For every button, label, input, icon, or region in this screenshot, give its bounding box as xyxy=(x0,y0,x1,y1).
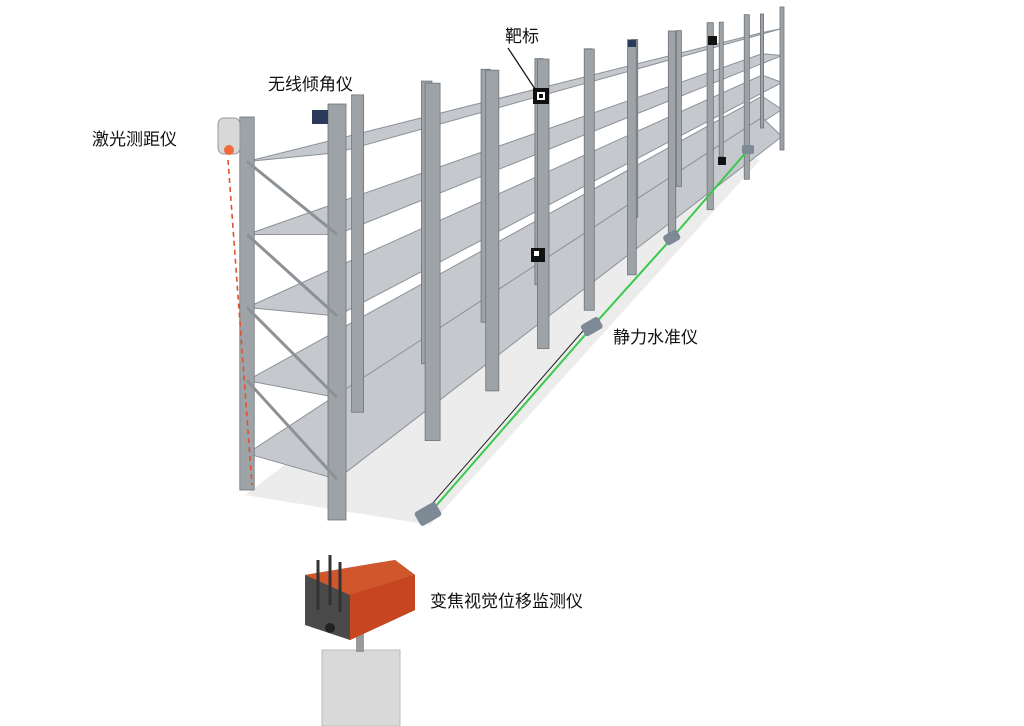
label-laser-rangefinder: 激光测距仪 xyxy=(92,130,177,150)
hydrostatic-level-pipe-dark xyxy=(424,323,590,513)
rack-brace xyxy=(245,306,339,399)
rack-upright xyxy=(239,116,255,491)
rack-brace xyxy=(245,233,339,318)
rack-brace xyxy=(246,160,338,236)
rack-upright xyxy=(743,14,750,180)
laser-rangefinder-icon xyxy=(217,117,241,155)
rack-upright xyxy=(327,103,347,521)
rack-brace xyxy=(245,379,339,481)
label-target: 靶标 xyxy=(505,27,539,47)
tilt-sensor-icon xyxy=(312,110,328,124)
rack-upright xyxy=(583,48,595,311)
laser-beam xyxy=(227,159,253,486)
target-leader-line xyxy=(507,47,538,93)
rack-upright xyxy=(627,39,637,276)
vision-monitor-icon xyxy=(305,555,415,726)
hydrostatic-level-pipe xyxy=(427,149,749,516)
rack-upright xyxy=(706,22,714,211)
rack-upright xyxy=(760,13,765,129)
rack-shelves xyxy=(245,28,784,480)
rack-upright xyxy=(351,94,365,413)
rack-upright xyxy=(779,6,785,151)
label-tilt-sensor: 无线倾角仪 xyxy=(268,75,353,95)
label-zoom-vision-monitor: 变焦视觉位移监测仪 xyxy=(430,592,583,612)
rack-upright xyxy=(424,82,441,441)
label-hydrostatic-level: 静力水准仪 xyxy=(613,328,698,348)
rack-uprights xyxy=(239,6,785,521)
rack-upright xyxy=(718,21,724,158)
rack-upright xyxy=(676,30,682,187)
rack-upright xyxy=(537,58,550,349)
rack-upright xyxy=(667,30,677,242)
rack-upright xyxy=(485,69,500,392)
tilt-sensor-icon xyxy=(628,40,636,47)
hydrostatic-level-sensors xyxy=(414,145,754,526)
